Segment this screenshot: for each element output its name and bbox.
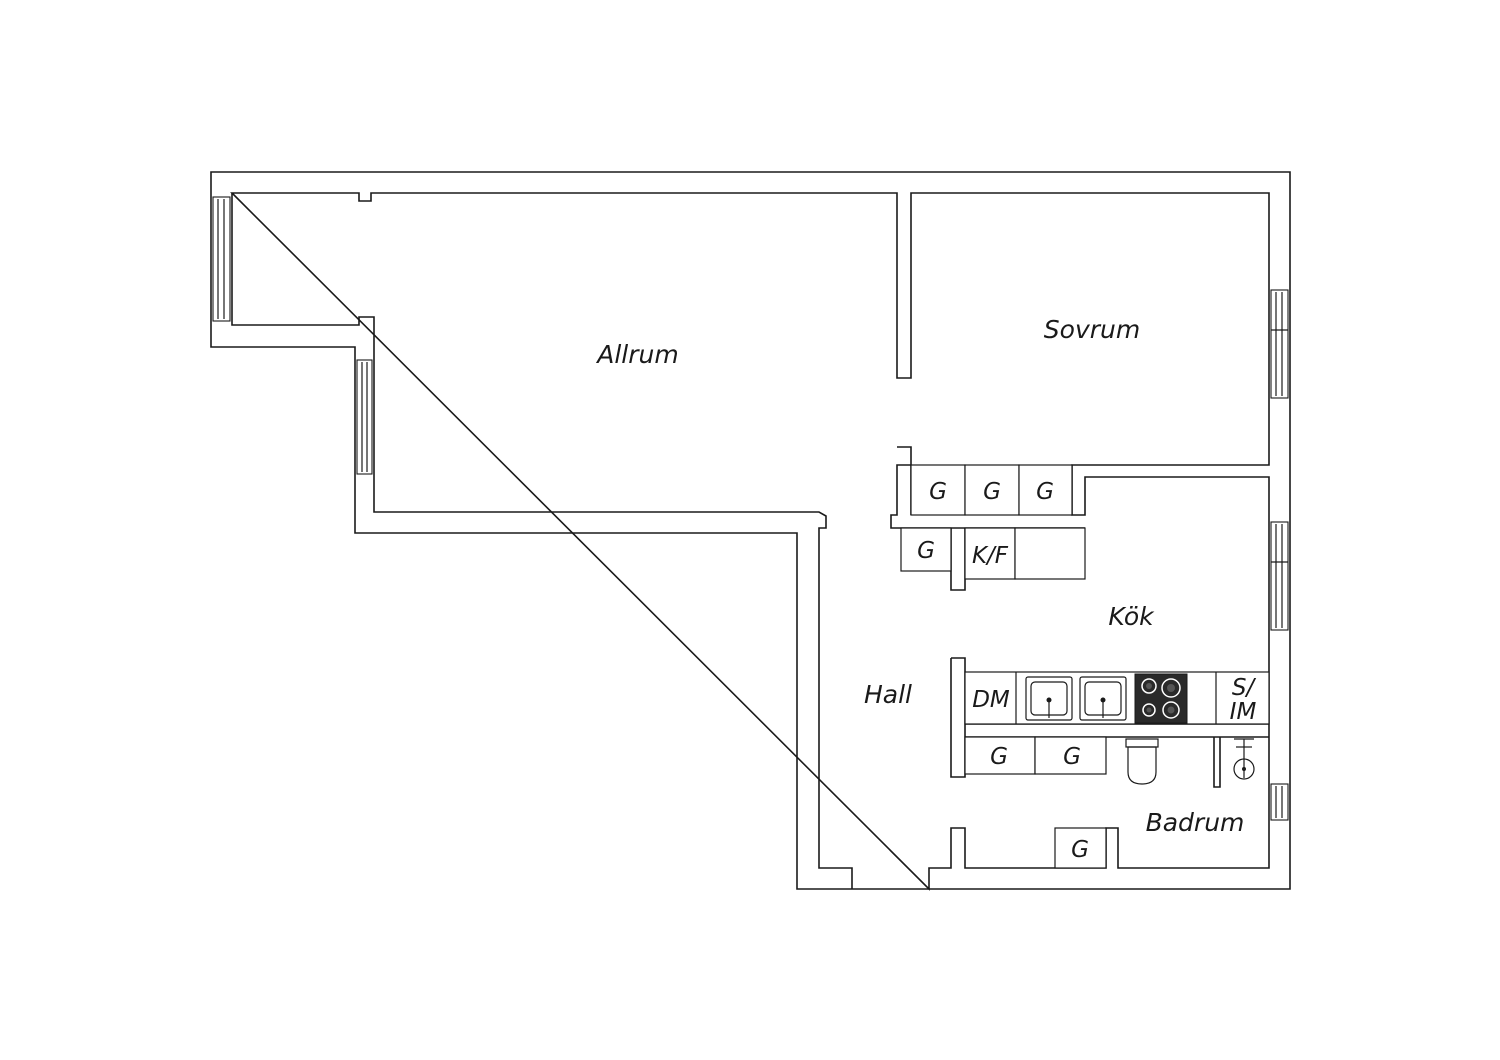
- outer-walls: [210, 171, 1291, 891]
- wardrobe-label: G: [983, 479, 1001, 505]
- wardrobe-5: [964, 736, 1036, 775]
- window-badrum: [1270, 783, 1289, 821]
- dishwasher-label: DM: [972, 687, 1010, 713]
- room-label-kok: Kök: [1108, 602, 1155, 631]
- wardrobe-6: [1034, 736, 1107, 775]
- sink-bathroom-icon: [1233, 738, 1255, 780]
- wardrobe-2: [964, 464, 1020, 516]
- sink-icon: [1025, 676, 1127, 721]
- toilet-icon: [1125, 738, 1159, 785]
- wardrobe-label: G: [1071, 837, 1089, 863]
- room-label-sovrum: Sovrum: [1044, 315, 1140, 344]
- room-label-badrum: Badrum: [1146, 808, 1245, 837]
- wardrobe-4: [900, 527, 952, 572]
- room-label-allrum: Allrum: [595, 340, 678, 369]
- kitchen-cabinet: [1014, 527, 1086, 580]
- fridge-freezer: [964, 527, 1016, 580]
- wardrobe-label: G: [1036, 479, 1054, 505]
- appliance-label-top: S/: [1232, 675, 1257, 701]
- room-label-hall: Hall: [864, 680, 912, 709]
- wardrobe-1: [910, 464, 966, 516]
- window-sovrum: [1270, 289, 1289, 399]
- window-allrum-south: [356, 359, 373, 475]
- wardrobe-label: G: [990, 744, 1008, 770]
- windows: [212, 196, 1289, 821]
- wardrobe-label: G: [917, 538, 935, 564]
- window-west: [212, 196, 231, 322]
- kitchen-counter: [964, 671, 1270, 725]
- window-kok: [1270, 521, 1289, 631]
- wardrobe-label: G: [1063, 744, 1081, 770]
- wardrobe-7: [1054, 827, 1107, 869]
- stove-icon: [1134, 673, 1188, 724]
- storage-units: [900, 464, 1107, 869]
- wardrobe-3: [1018, 464, 1073, 516]
- wardrobe-label: G: [929, 479, 947, 505]
- appliance-label-bottom: IM: [1230, 699, 1257, 725]
- fridge-freezer-label: K/F: [972, 543, 1009, 569]
